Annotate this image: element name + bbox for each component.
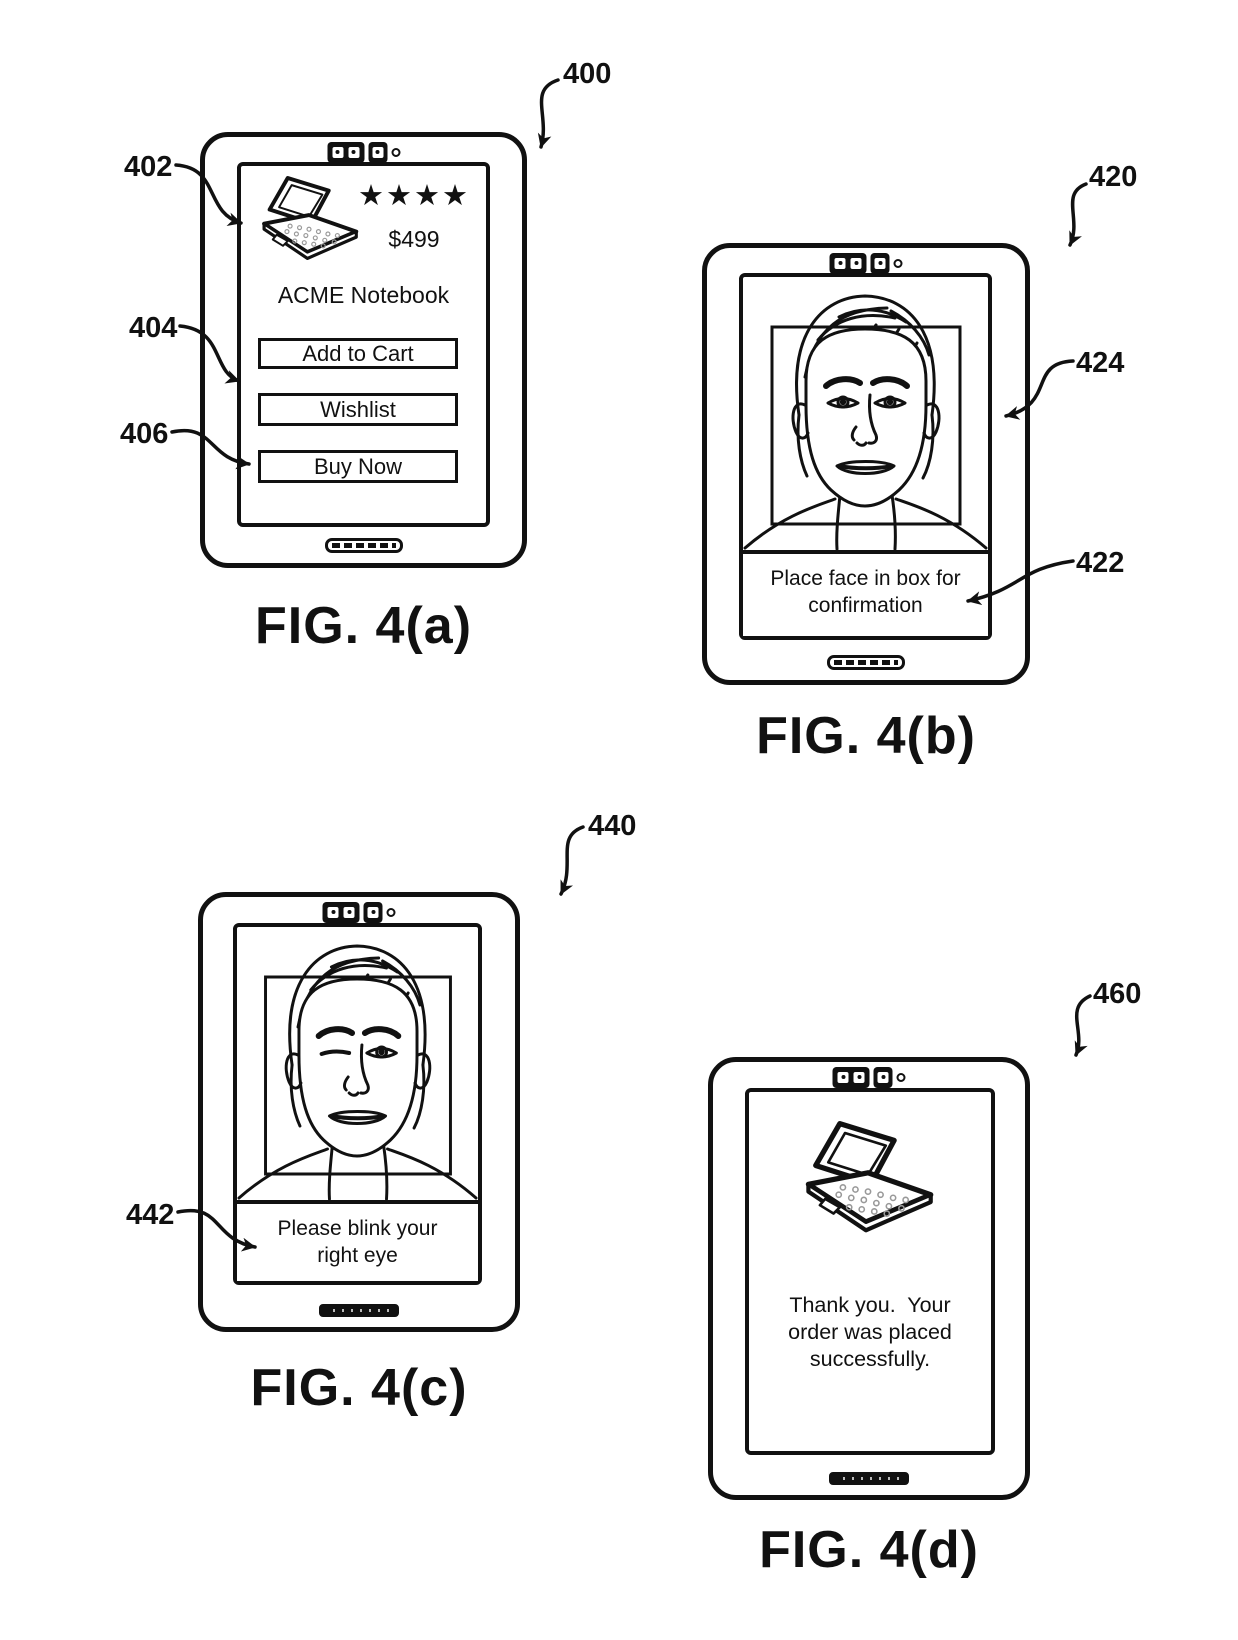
ref-440-arrow — [559, 825, 585, 896]
ref-420-arrow — [1068, 182, 1088, 247]
blink-check-screen: Please blink your right eye — [233, 923, 482, 1285]
ref-460: 460 — [1093, 978, 1142, 1010]
product-screen: ★★★★ $499 ACME Notebook Add to Cart Wish… — [237, 162, 490, 527]
ref-460-arrow — [1074, 994, 1092, 1057]
thank-you-message: Thank you. Your order was placed success… — [788, 1293, 952, 1371]
figure-caption-d: FIG. 4(d) — [759, 1521, 979, 1579]
winking-eye — [319, 1049, 352, 1056]
home-button[interactable] — [829, 1472, 909, 1485]
home-button[interactable] — [319, 1304, 399, 1317]
sensor-dot-icon — [391, 147, 400, 157]
rating-stars: ★★★★ — [358, 180, 470, 212]
face-detection-box — [770, 325, 962, 526]
face-confirmation-screen: Place face in box for confirmation — [739, 273, 992, 640]
laptop-icon — [805, 1121, 934, 1233]
single-camera-icon — [368, 141, 387, 163]
single-camera-icon — [363, 901, 383, 923]
ref-400-arrow — [537, 78, 560, 149]
ref-442: 442 — [126, 1199, 175, 1231]
dual-camera-icon — [832, 1066, 870, 1088]
product-name: ACME Notebook — [277, 282, 450, 308]
home-button[interactable] — [827, 655, 905, 670]
ref-420: 420 — [1089, 161, 1138, 193]
front-camera-icon — [322, 901, 396, 923]
single-camera-icon — [870, 252, 890, 274]
ref-402: 402 — [124, 151, 173, 183]
front-camera-icon — [327, 141, 400, 163]
front-camera-icon — [832, 1066, 906, 1088]
sensor-dot-icon — [893, 258, 903, 268]
tablet-device-fig4b: Place face in box for confirmation — [702, 243, 1030, 685]
single-camera-icon — [873, 1066, 893, 1088]
tablet-device-fig4d: Thank you. Your order was placed success… — [708, 1057, 1030, 1500]
product-price: $499 — [388, 226, 440, 252]
tablet-device-fig4a: ★★★★ $499 ACME Notebook Add to Cart Wish… — [200, 132, 527, 568]
face-illustration — [743, 294, 988, 550]
order-confirmation-screen: Thank you. Your order was placed success… — [745, 1088, 995, 1455]
figure-caption-b: FIG. 4(b) — [756, 707, 976, 765]
sensor-dot-icon — [896, 1072, 906, 1082]
front-camera-icon — [829, 252, 903, 274]
dual-camera-icon — [829, 252, 867, 274]
wishlist-button[interactable]: Wishlist — [258, 393, 458, 426]
ref-440: 440 — [588, 810, 637, 842]
add-to-cart-button[interactable]: Add to Cart — [258, 338, 458, 369]
instruction-message: Please blink your right eye — [237, 1200, 478, 1281]
ref-424: 424 — [1076, 347, 1125, 379]
winking-face-illustration — [237, 944, 478, 1200]
buy-now-button[interactable]: Buy Now — [258, 450, 458, 483]
dual-camera-icon — [322, 901, 360, 923]
tablet-device-fig4c: Please blink your right eye — [198, 892, 520, 1332]
dual-camera-icon — [327, 141, 364, 163]
ref-400: 400 — [563, 58, 612, 90]
ref-404: 404 — [129, 312, 178, 344]
figure-caption-c: FIG. 4(c) — [250, 1359, 468, 1417]
ref-406: 406 — [120, 418, 169, 450]
laptop-icon — [262, 176, 359, 260]
instruction-message: Place face in box for confirmation — [743, 550, 988, 636]
figure-caption-a: FIG. 4(a) — [254, 597, 473, 655]
ref-422: 422 — [1076, 547, 1125, 579]
home-button[interactable] — [324, 538, 403, 553]
sensor-dot-icon — [386, 907, 396, 917]
face-detection-box — [264, 975, 452, 1176]
